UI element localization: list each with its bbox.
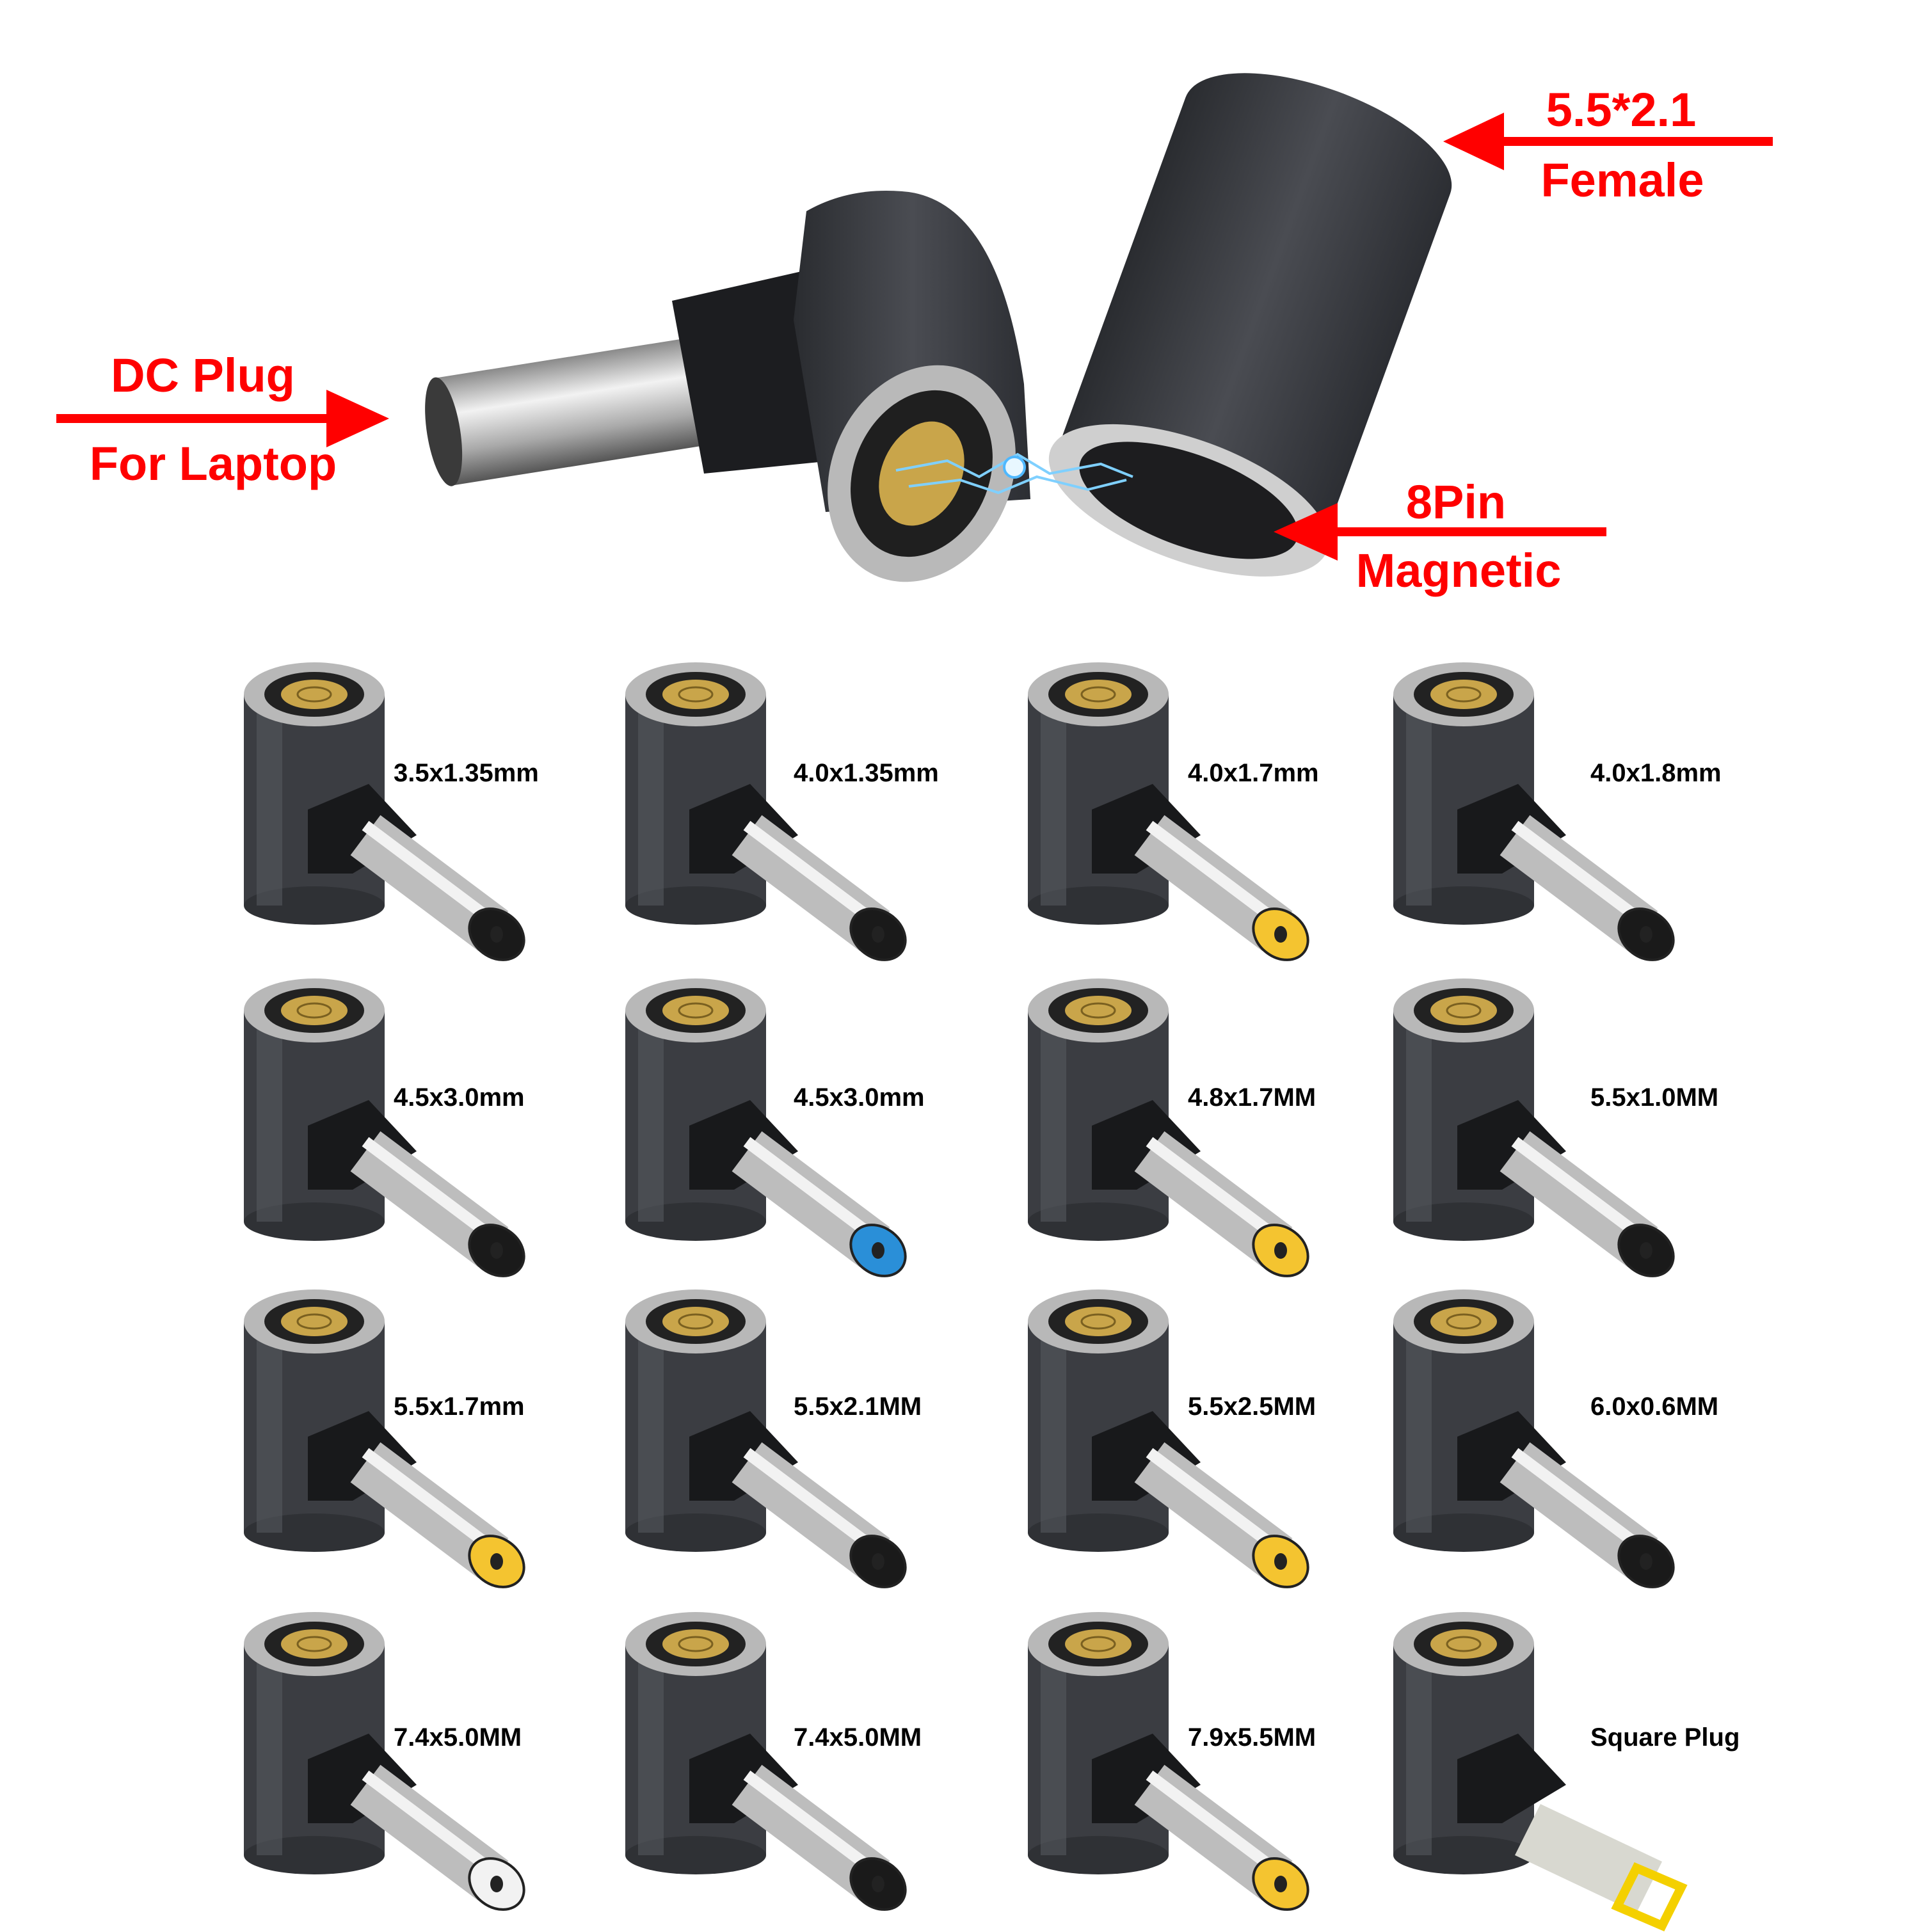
plug-barrel — [1134, 1764, 1309, 1911]
adapter-tip-item — [1015, 978, 1412, 1298]
plug-barrel — [1500, 1131, 1675, 1277]
plug-barrel — [350, 815, 525, 961]
adapter-size-label: 5.5x2.1MM — [794, 1393, 922, 1421]
adapter-size-label: 7.9x5.5MM — [1188, 1723, 1316, 1752]
gold-contact-icon — [1430, 680, 1497, 709]
adapter-size-label: 3.5x1.35mm — [394, 759, 539, 787]
adapter-size-label: 5.5x1.7mm — [394, 1393, 525, 1421]
female-callout: Female — [1540, 154, 1704, 207]
female-size-callout: 5.5*2.1 — [1546, 83, 1697, 136]
dc-plug-adapter-icon — [1028, 978, 1309, 1277]
adapter-tip-item — [231, 978, 628, 1298]
dc-plug-collar — [672, 269, 832, 474]
adapter-tip-item — [231, 1612, 628, 1932]
hero-magnetic-connector-illustration — [56, 73, 1773, 582]
gold-contact-icon — [1065, 996, 1132, 1025]
plug-barrel — [350, 1442, 525, 1588]
gold-contact-icon — [281, 996, 348, 1025]
adapter-tip-item — [612, 1612, 1009, 1932]
gold-contact-icon — [1065, 680, 1132, 709]
dc-plug-adapter-icon — [1393, 978, 1675, 1277]
gold-contact-icon — [662, 1629, 729, 1659]
gold-contact-icon — [1430, 1629, 1497, 1659]
square-plug-adapter-icon — [1393, 1612, 1688, 1932]
adapter-size-label: 4.5x3.0mm — [794, 1083, 925, 1112]
adapter-tip-item — [1015, 1289, 1412, 1609]
adapter-size-label: 5.5x1.0MM — [1590, 1083, 1719, 1112]
magnetic-spark-icon — [895, 452, 1133, 495]
adapter-tip-item — [612, 662, 1009, 982]
adapter-tip-item — [1380, 1612, 1777, 1932]
adapter-tip-item — [1015, 1612, 1412, 1932]
arrow-dc-plug — [56, 390, 389, 447]
dc-plug-callout: DC Plug — [111, 349, 295, 402]
square-tip — [1515, 1804, 1688, 1932]
adapter-size-label: 4.8x1.7MM — [1188, 1083, 1316, 1112]
gold-contact-icon — [1065, 1307, 1132, 1336]
arrow-female — [1443, 113, 1773, 170]
adapter-size-label: 5.5x2.5MM — [1188, 1393, 1316, 1421]
adapter-tip-item — [231, 1289, 628, 1609]
dc-plug-adapter-icon — [625, 662, 907, 961]
gold-contact-icon — [281, 1307, 348, 1336]
adapter-size-label: 6.0x0.6MM — [1590, 1393, 1719, 1421]
dc-plug-adapter-icon — [1028, 1612, 1309, 1911]
adapter-size-label: 7.4x5.0MM — [394, 1723, 522, 1752]
dc-plug-adapter-icon — [244, 978, 525, 1277]
dc-plug-adapter-icon — [1393, 662, 1675, 961]
dc-plug-adapter-icon — [625, 1612, 907, 1911]
adapter-size-label: 4.0x1.7mm — [1188, 759, 1319, 787]
adapter-tip-item — [1380, 1289, 1777, 1609]
dc-plug-barrel — [425, 338, 705, 486]
dc-plug-adapter-icon — [244, 662, 525, 961]
gold-contact-icon — [662, 996, 729, 1025]
dc-plug-adapter-icon — [625, 1289, 907, 1588]
adapter-tip-item — [612, 1289, 1009, 1609]
gold-contact-icon — [662, 680, 729, 709]
for-laptop-callout: For Laptop — [89, 437, 337, 490]
plug-barrel — [732, 815, 907, 961]
plug-barrel — [350, 1131, 525, 1277]
adapter-tip-item — [1015, 662, 1412, 982]
arrow-magnetic — [1274, 503, 1606, 561]
adapter-size-label: 7.4x5.0MM — [794, 1723, 922, 1752]
gold-contact-icon — [281, 1629, 348, 1659]
plug-barrel — [1134, 815, 1309, 961]
plug-collar — [1457, 1734, 1566, 1823]
adapter-tip-item — [1380, 978, 1777, 1298]
dc-plug-adapter-icon — [1393, 1289, 1675, 1588]
plug-barrel — [732, 1131, 907, 1277]
plug-barrel — [732, 1764, 907, 1911]
plug-barrel — [1134, 1131, 1309, 1277]
adapter-tip-item — [1380, 662, 1777, 982]
plug-barrel — [1500, 815, 1675, 961]
dc-plug-adapter-icon — [244, 1612, 525, 1911]
gold-contact-icon — [1430, 996, 1497, 1025]
adapter-size-label: 4.5x3.0mm — [394, 1083, 525, 1112]
magnetic-callout: Magnetic — [1356, 544, 1562, 597]
adapter-size-label: 4.0x1.35mm — [794, 759, 939, 787]
adapter-tip-item — [231, 662, 628, 982]
gold-contact-icon — [662, 1307, 729, 1336]
plug-barrel — [732, 1442, 907, 1588]
dc-plug-adapter-icon — [625, 978, 907, 1277]
plug-barrel — [350, 1764, 525, 1911]
gold-contact-icon — [281, 680, 348, 709]
adapter-size-label: 4.0x1.8mm — [1590, 759, 1722, 787]
adapter-tip-item — [612, 978, 1009, 1298]
female-connector-body — [1048, 73, 1452, 577]
gold-contact-icon — [1065, 1629, 1132, 1659]
gold-contact — [879, 421, 964, 526]
adapter-size-label: Square Plug — [1590, 1723, 1740, 1752]
dc-plug-adapter-icon — [1028, 662, 1309, 961]
dc-plug-adapter-icon — [1028, 1289, 1309, 1588]
pins-callout: 8Pin — [1405, 475, 1507, 529]
gold-contact-icon — [1430, 1307, 1497, 1336]
plug-barrel — [1134, 1442, 1309, 1588]
plug-barrel — [1500, 1442, 1675, 1588]
dc-plug-adapter-icon — [244, 1289, 525, 1588]
